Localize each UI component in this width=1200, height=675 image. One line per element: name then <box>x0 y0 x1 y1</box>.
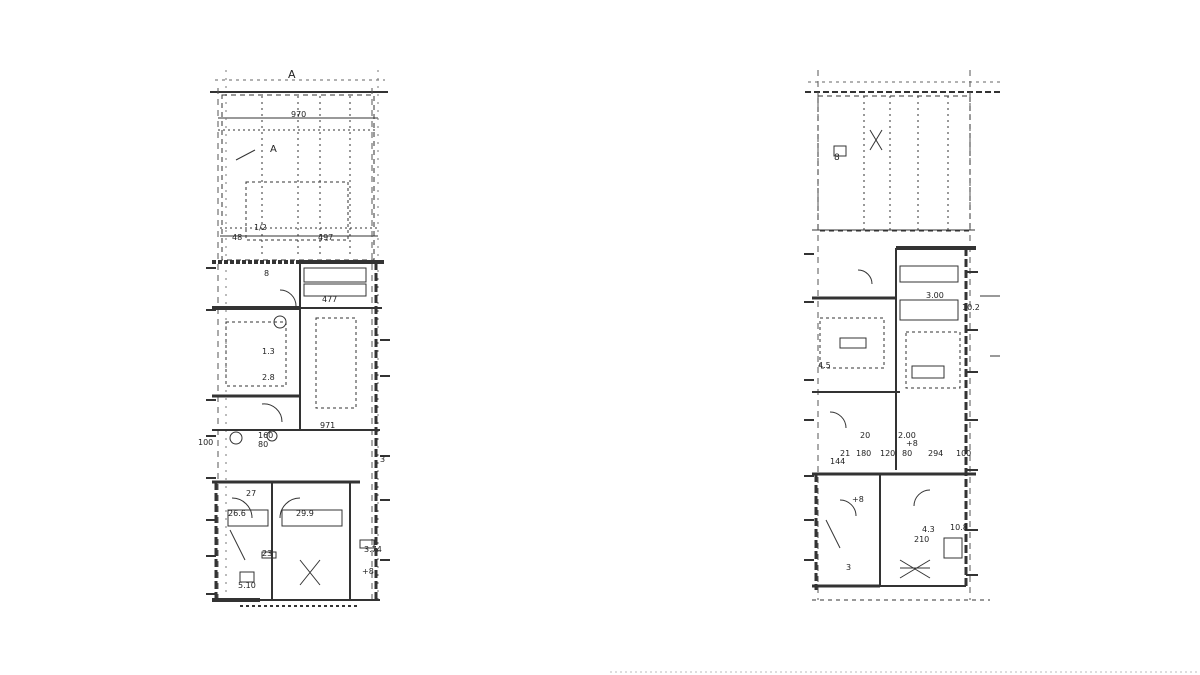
dimension-label: 80 <box>258 440 268 449</box>
dimension-label: 5.10 <box>238 581 256 590</box>
walls-right <box>812 246 976 590</box>
dimension-label: 160 <box>258 431 273 440</box>
dimension-label: 20 <box>860 431 870 440</box>
dimension-label: 3.74 <box>364 545 382 554</box>
dimension-label: 10.8 <box>950 523 968 532</box>
dimension-label: 2.00 <box>898 431 916 440</box>
dimension-chain-top <box>210 70 388 605</box>
dimension-label: 100 <box>956 449 971 458</box>
terrace-upper-right <box>817 95 971 232</box>
dimension-label: 23 <box>262 549 272 558</box>
dimension-label: 180 <box>856 449 871 458</box>
dimension-label: 294 <box>928 449 943 458</box>
dimension-label: 27 <box>246 489 256 498</box>
dimension-label: 48 <box>232 233 242 242</box>
labels-right: 8 3.00 4.5 10.2 21 180 120 80 294 100 +8… <box>818 153 980 572</box>
window-marks-left <box>206 267 390 607</box>
dimension-label: +8 <box>362 567 374 576</box>
labels-left: A A 970 48 497 477 971 80 160 1/2 1.3 2.… <box>198 68 385 590</box>
dimension-label: +8 <box>906 439 918 448</box>
dimension-label: 497 <box>318 233 333 242</box>
section-mark: A <box>288 68 296 81</box>
dimension-label: 10.2 <box>962 303 980 312</box>
dimension-label: 971 <box>320 421 335 430</box>
dimension-label: 8 <box>264 269 269 278</box>
dimension-label: 100 <box>198 438 213 447</box>
dimension-label: 120 <box>880 449 895 458</box>
terrace-upper <box>221 94 375 261</box>
floor-plan-right: 8 3.00 4.5 10.2 21 180 120 80 294 100 +8… <box>804 70 1000 601</box>
section-mark: A <box>270 144 277 155</box>
dimension-label: 80 <box>902 449 912 458</box>
dimension-label: 210 <box>914 535 929 544</box>
window-marks-right <box>804 253 1000 601</box>
dimension-label: +8 <box>852 495 864 504</box>
dimension-label: 3 <box>380 455 385 464</box>
section-mark: 8 <box>834 153 840 163</box>
walls-left <box>212 260 385 602</box>
dimension-label: 1/2 <box>254 223 267 232</box>
dimension-label: 21 <box>840 449 850 458</box>
dimension-label: 4.5 <box>818 361 831 370</box>
dimension-label: 1.3 <box>262 347 275 356</box>
fixtures-left <box>225 267 375 586</box>
fixtures-right <box>819 265 963 579</box>
dimension-label: 3.00 <box>926 291 944 300</box>
floor-plan-left: A A 970 48 497 477 971 80 160 1/2 1.3 2.… <box>198 68 390 607</box>
dimension-label: 26.6 <box>228 509 246 518</box>
dimension-label: 970 <box>291 110 306 119</box>
dimension-label: 4.3 <box>922 525 935 534</box>
dimension-label: 477 <box>322 295 337 304</box>
dimension-label: 3 <box>846 563 851 572</box>
dimension-label: 2.8 <box>262 373 275 382</box>
dimension-label: 144 <box>830 457 845 466</box>
dimension-label: 29.9 <box>296 509 314 518</box>
